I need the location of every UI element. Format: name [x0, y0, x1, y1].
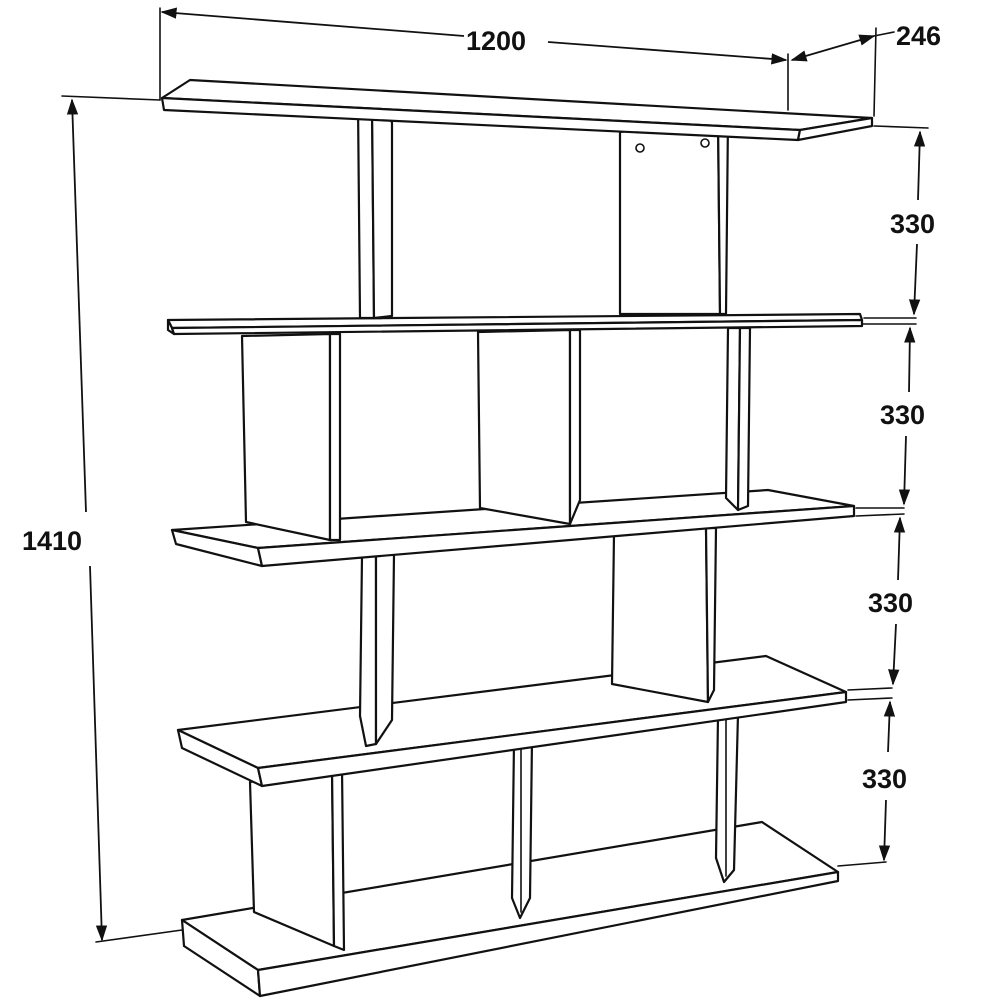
shelf-3 [170, 488, 856, 568]
divider-bottom-right [714, 712, 740, 884]
top-shelf [160, 78, 874, 142]
divider-middle-right [724, 326, 752, 512]
divider-upper-right [618, 116, 730, 316]
divider-lower-left [358, 552, 396, 748]
divider-bottom-left [248, 766, 346, 952]
shelf-gap-1-label: 330 [890, 209, 935, 239]
shelf-2 [166, 312, 864, 336]
width-label: 1200 [466, 26, 526, 56]
depth-dimension [790, 27, 895, 117]
divider-middle-left [240, 332, 342, 542]
bottom-shelf [180, 820, 840, 998]
width-dimension [159, 7, 789, 111]
divider-middle-center [476, 328, 582, 526]
mounting-hole-left [635, 143, 645, 153]
shelf-4 [176, 654, 848, 788]
shelf-gap-2-label: 330 [880, 400, 925, 430]
height-label: 1410 [22, 526, 82, 556]
shelf-gap-2-dimension [855, 323, 917, 509]
shelf-gap-4-label: 330 [862, 764, 907, 794]
depth-label: 246 [896, 21, 941, 51]
shelf-gap-3-dimension [847, 513, 906, 691]
height-dimension [61, 95, 183, 943]
shelf-gap-3-label: 330 [868, 588, 913, 618]
shelf-gap-1-dimension [863, 125, 929, 319]
divider-bottom-middle [510, 738, 534, 920]
divider-upper-left [356, 102, 394, 320]
divider-lower-right [610, 526, 718, 704]
shelf-gap-4-dimension [837, 697, 896, 867]
mounting-hole-right [700, 138, 710, 148]
